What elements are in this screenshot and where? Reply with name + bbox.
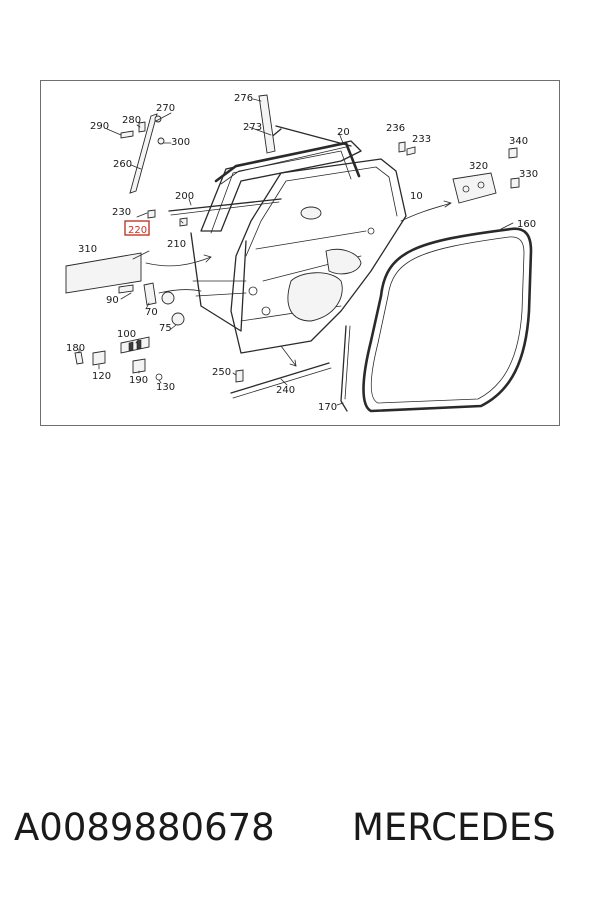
small-fasteners [74,121,520,383]
assembly-arrows [145,200,452,367]
callout-90: 90 [106,295,119,306]
product-caption: A0089880678 MERCEDES [0,800,600,860]
brand-text: MERCEDES [352,806,556,849]
callout-320: 320 [469,161,488,172]
callout-190: 190 [129,375,148,386]
window-channel-20 [214,141,361,185]
pillar-cover-276 [258,94,276,154]
callout-160: 160 [517,219,536,230]
callout-330: 330 [519,169,538,180]
sill-strip-240 [230,362,332,399]
callout-276: 276 [234,93,253,104]
callout-10: 10 [410,191,423,202]
callout-120: 120 [92,371,111,382]
highlighted-callout-box [124,220,150,236]
callout-20: 20 [337,127,350,138]
callout-100: 100 [117,329,136,340]
callout-260: 260 [113,159,132,170]
part-number-text: A0089880678 [14,806,275,849]
callout-270: 270 [156,103,175,114]
callout-230: 230 [112,207,131,218]
callout-300: 300 [171,137,190,148]
lock-module-320 [452,172,497,204]
door-parts-drawing: 276 270 273 20 236 233 340 290 280 300 2… [65,93,538,413]
callout-leaders [78,98,514,406]
protective-foil-310 [65,252,142,294]
callout-130: 130 [156,382,175,393]
callout-340: 340 [509,136,528,147]
callout-240: 240 [276,385,295,396]
callout-233: 233 [412,134,431,145]
callout-290: 290 [90,121,109,132]
callout-236: 236 [386,123,405,134]
callout-250: 250 [212,367,231,378]
callout-280: 280 [122,115,141,126]
callout-170: 170 [318,402,337,413]
callout-210: 210 [167,239,186,250]
weatherstrip-170 [340,325,351,412]
callout-75: 75 [159,323,172,334]
inner-door-panel-10 [230,158,407,354]
door-seal-160 [362,227,533,413]
callout-310: 310 [78,244,97,255]
callout-70: 70 [145,307,158,318]
callout-180: 180 [66,343,85,354]
callout-273: 273 [243,122,262,133]
callout-labels: 276 270 273 20 236 233 340 290 280 300 2… [66,93,538,413]
exploded-parts-diagram: 276 270 273 20 236 233 340 290 280 300 2… [40,80,560,426]
callout-220: 220 [128,225,147,236]
callout-200: 200 [175,191,194,202]
